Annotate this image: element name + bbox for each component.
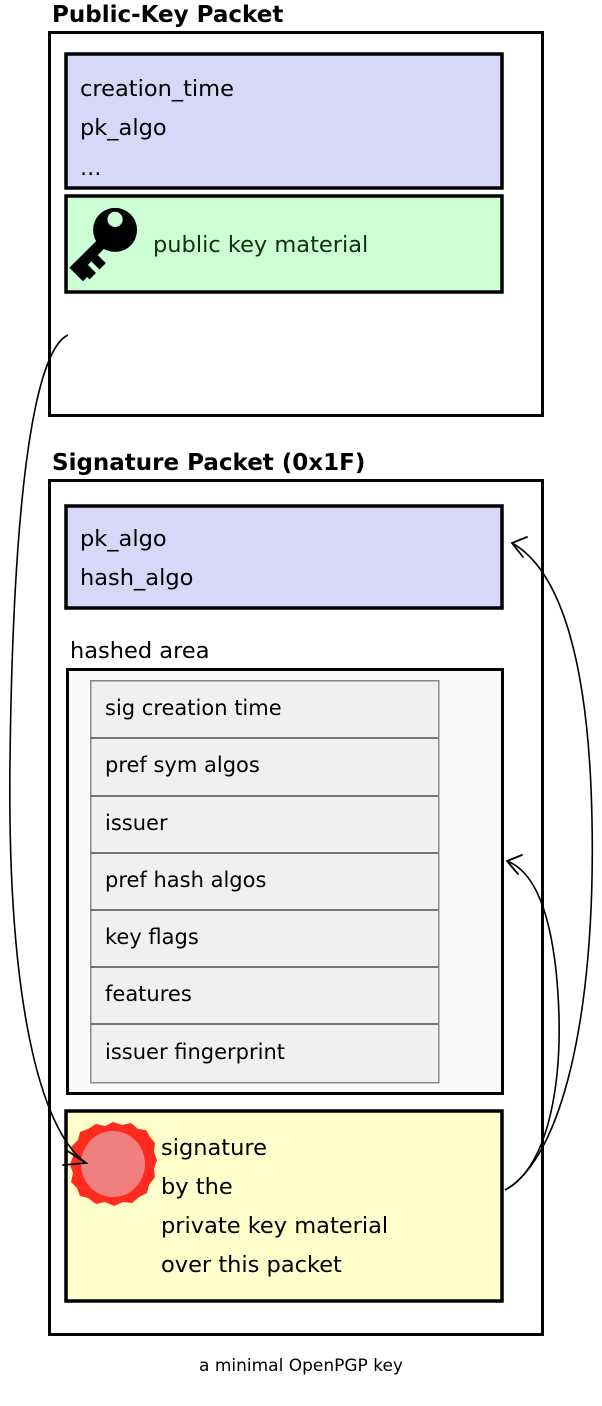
signature-field-hash-algo: hash_algo bbox=[80, 565, 193, 591]
signature-packet: Signature Packet (0x1F) pk_algo hash_alg… bbox=[48, 450, 544, 1336]
public-key-field-creation-time: creation_time bbox=[80, 76, 234, 102]
connector-public-key-to-signature bbox=[9, 334, 89, 1166]
key-icon bbox=[69, 207, 138, 282]
hashed-subpacket-pref-hash-algos: pref hash algos bbox=[105, 868, 266, 892]
hashed-subpacket-key-flags: key flags bbox=[105, 925, 199, 949]
hashed-area-label: hashed area bbox=[70, 638, 209, 664]
public-key-header-box bbox=[64, 52, 504, 190]
hashed-subpacket-issuer-fingerprint: issuer fingerprint bbox=[105, 1040, 285, 1064]
hashed-subpacket-list: sig creation time pref sym algos issuer … bbox=[90, 680, 440, 1084]
public-key-packet: Public-Key Packet creation_time pk_algo … bbox=[48, 2, 544, 417]
hashed-subpacket-sig-creation-time: sig creation time bbox=[105, 696, 282, 720]
diagram-caption: a minimal OpenPGP key bbox=[199, 1356, 403, 1376]
hashed-subpacket-list-frame bbox=[90, 680, 440, 1084]
signature-line-4: over this packet bbox=[161, 1252, 342, 1278]
hashed-subpacket-features: features bbox=[105, 982, 192, 1006]
wax-seal-icon bbox=[70, 1122, 157, 1206]
public-key-field-pk-algo: pk_algo bbox=[80, 115, 167, 141]
signature-line-2: by the bbox=[161, 1174, 233, 1200]
signature-packet-title: Signature Packet (0x1F) bbox=[52, 450, 365, 476]
public-key-material-label: public key material bbox=[153, 232, 368, 258]
public-key-material-box bbox=[64, 194, 504, 294]
public-key-packet-title: Public-Key Packet bbox=[52, 2, 283, 28]
public-key-field-ellipsis: ... bbox=[80, 155, 101, 181]
signature-line-1: signature bbox=[161, 1135, 267, 1161]
hashed-subpacket-pref-sym-algos: pref sym algos bbox=[105, 753, 260, 777]
signature-line-3: private key material bbox=[161, 1213, 388, 1239]
hashed-subpacket-issuer: issuer bbox=[105, 811, 168, 835]
signature-field-pk-algo: pk_algo bbox=[80, 526, 167, 552]
connector-signature-covers-header bbox=[504, 536, 594, 1191]
connector-signature-covers-hashed-area bbox=[504, 854, 560, 1191]
signature-header-box bbox=[64, 504, 504, 610]
